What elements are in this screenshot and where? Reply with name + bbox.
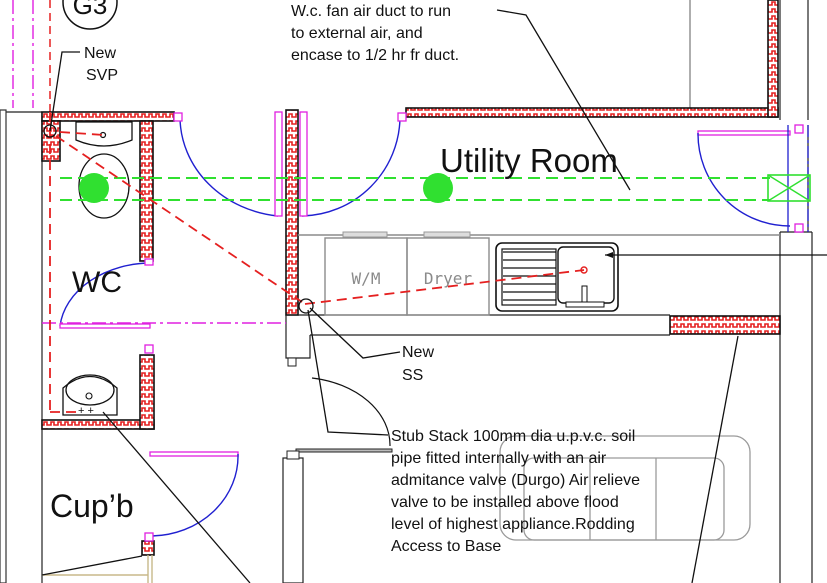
room-label-cupboard: Cup’b (50, 488, 134, 524)
annotation-new-ss: New SS (309, 307, 434, 384)
door-wc-inner (59, 258, 154, 354)
sofa-outline (499, 435, 751, 541)
toilet (75, 121, 133, 219)
svg-text:SVP: SVP (86, 67, 118, 84)
drainage (43, 112, 585, 413)
room-label-utility: Utility Room (440, 142, 618, 179)
sink (495, 242, 619, 312)
svg-text:Stub Stack 100mm dia u.p.v.c.: Stub Stack 100mm dia u.p.v.c. soil (391, 428, 635, 445)
svg-text:W/M: W/M (352, 269, 381, 288)
door-hall (282, 377, 393, 583)
svg-text:level of highest appliance.Rod: level of highest appliance.Rodding (391, 516, 635, 533)
svg-text:Dryer: Dryer (424, 269, 473, 288)
svg-text:New: New (402, 344, 434, 361)
svg-text:SS: SS (402, 367, 423, 384)
top-left-centre-lines (12, 0, 51, 112)
dryer: Dryer (406, 231, 490, 316)
annotation-fan-duct: W.c. fan air duct to run to external air… (291, 3, 631, 191)
svg-text:valve to be installed above fl: valve to be installed above flood (391, 494, 619, 511)
svg-text:New: New (84, 45, 116, 62)
svg-text:G3: G3 (73, 0, 108, 20)
washing-machine: W/M (324, 231, 408, 316)
svg-text:admitance valve (Durgo) Air re: admitance valve (Durgo) Air relieve (391, 472, 640, 489)
svg-text:Access to Base: Access to Base (391, 538, 501, 555)
annotation-new-svp: New SVP (49, 45, 118, 132)
svg-text:to external air, and: to external air, and (291, 25, 423, 42)
leader-basin (102, 411, 251, 583)
wash-basin: + + (62, 374, 118, 417)
door-utility (299, 111, 407, 217)
door-external (697, 124, 809, 233)
door-wc (173, 111, 283, 217)
svg-text:W.c. fan air duct to run: W.c. fan air duct to run (291, 3, 451, 20)
room-label-wc: WC (72, 266, 122, 299)
svg-text:pipe fitted internally with an: pipe fitted internally with an air (391, 450, 607, 467)
fan-duct (60, 173, 811, 203)
grid-marker: G3 (62, 0, 118, 30)
door-cupboard (144, 451, 239, 542)
annotation-stub-stack: Stub Stack 100mm dia u.p.v.c. soil pipe … (307, 309, 640, 555)
svg-text:+ +: + + (78, 405, 94, 417)
svg-text:encase to 1/2 hr fr duct.: encase to 1/2 hr fr duct. (291, 47, 459, 64)
arrow-head-icon (605, 252, 613, 258)
stair-lines (41, 555, 153, 583)
leader-wall (691, 335, 739, 583)
